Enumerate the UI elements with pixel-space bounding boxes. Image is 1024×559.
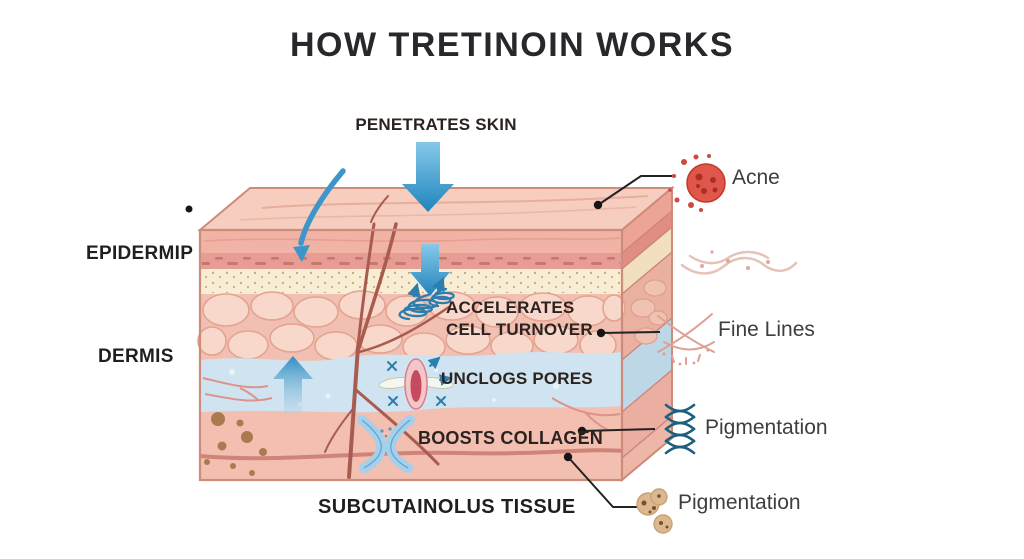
- leader-lines: [567, 175, 673, 508]
- legend-label-pigmentation-spots: Pigmentation: [678, 491, 801, 514]
- annotation-line: CELL TURNOVER: [446, 320, 593, 339]
- page-title: HOW TRETINOIN WORKS: [289, 26, 735, 64]
- legend-item-acne: [664, 146, 756, 225]
- annotation-unclogs-pores: UNCLOGS PORES: [441, 369, 593, 388]
- skin-box: [197, 185, 675, 483]
- annotation-accelerates-cell-turnover: ACCELERATES CELL TURNOVER: [446, 297, 593, 341]
- absorption-curved-arrow: [293, 168, 346, 262]
- pigment-spots-icon: [636, 488, 673, 534]
- collagen-up-arrow: [273, 356, 313, 414]
- fat-cells: [204, 412, 267, 476]
- layer-label-subcutaneous: SUBCUTAINOLUS TISSUE: [318, 496, 576, 518]
- collagen-boost-icon: [357, 415, 415, 473]
- annotation-line: ACCELERATES: [446, 298, 575, 317]
- leader-dots: [185, 200, 606, 462]
- legend-label-pigmentation-fibers: Pigmentation: [705, 416, 828, 439]
- annotation-boosts-collagen: BOOSTS COLLAGEN: [418, 428, 604, 448]
- penetration-arrow: [402, 142, 454, 212]
- layer-label-dermis: DERMIS: [98, 346, 174, 367]
- fine-lines-icon: [657, 313, 715, 366]
- legend-label-fine-lines: Fine Lines: [718, 318, 815, 341]
- legend-item-pigmentation-spots: [628, 482, 684, 547]
- capillary-vessels: [202, 377, 621, 431]
- hair-follicle: [324, 195, 451, 479]
- annotation-penetrates-skin: PENETRATES SKIN: [355, 115, 517, 134]
- skin-texture-waves-icon: [680, 250, 798, 275]
- legend-item-fine-lines: [650, 304, 720, 373]
- legend-decor: [676, 240, 802, 295]
- legend-item-pigmentation-fibers: [658, 398, 702, 461]
- cell-turnover-spiral-icon: [398, 276, 455, 321]
- legend-label-acne: Acne: [732, 166, 780, 189]
- layer-label-epidermis: EPIDERMIP: [86, 243, 194, 264]
- epidermis-pointer-dot: [185, 205, 193, 213]
- unclogged-pore-icon: [378, 356, 454, 410]
- acne-icon: [668, 154, 726, 212]
- cell-layer: [197, 290, 626, 362]
- blood-vessel: [199, 448, 623, 461]
- pigment-fibers-icon: [664, 403, 696, 455]
